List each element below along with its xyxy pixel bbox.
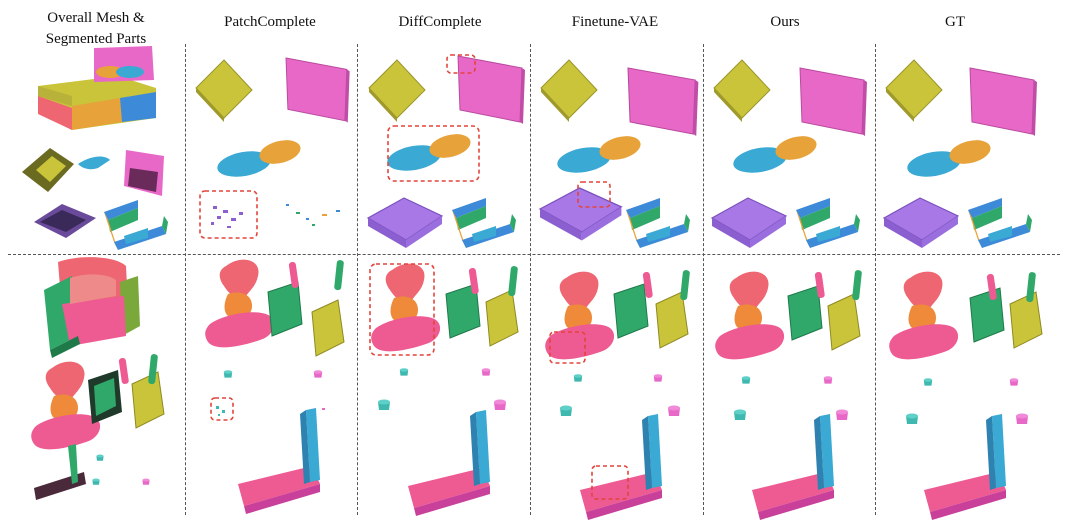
column-header-finetune-vae: Finetune-VAE [571,14,659,30]
error-highlight-box [369,263,435,356]
armchair-diffcomplete [369,263,519,516]
error-highlight-box [591,465,629,500]
bed-patchcomplete [195,57,351,239]
bed-ours [711,59,868,249]
error-highlight-box [549,331,586,364]
column-header-diffcomplete: DiffComplete [398,14,482,30]
armchair-ours [715,269,863,520]
column-header-gt: GT [945,14,965,30]
bed-diffcomplete [367,54,526,249]
bed-overall-mesh [38,46,156,130]
error-highlight-box [199,190,258,239]
error-highlight-box [446,54,476,74]
bed-gt [883,59,1038,249]
bed-finetune-vae [539,59,699,248]
bed-segmented-parts [22,148,168,250]
column-header-patchcomplete: PatchComplete [224,14,316,30]
error-highlight-box [577,181,611,208]
column-header-overall-line1: Overall Mesh & [47,10,145,26]
column-divider [185,44,186,515]
error-highlight-box [210,397,234,421]
column-divider [357,44,358,515]
column-divider [875,44,876,515]
row-divider [8,254,1060,255]
column-header-overall: Overall Mesh & Segmented Parts [16,8,176,50]
column-header-overall-line2: Segmented Parts [45,31,147,47]
column-divider [530,44,531,515]
column-divider [703,44,704,515]
armchair-patchcomplete [205,259,345,514]
armchair-overall-mesh [44,257,140,358]
column-header-ours: Ours [770,14,800,30]
armchair-gt [889,271,1043,520]
armchair-segmented-parts [31,353,165,500]
armchair-finetune-vae [545,269,691,520]
